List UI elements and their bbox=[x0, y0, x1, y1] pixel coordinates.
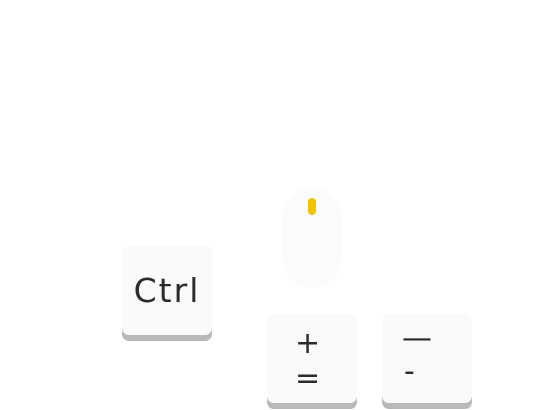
ctrl-key: Ctrl bbox=[122, 246, 212, 335]
ctrl-key-label: Ctrl bbox=[133, 271, 201, 310]
minus-key-top-label: — bbox=[402, 321, 432, 356]
minus-underscore-key: — - bbox=[382, 314, 472, 403]
mouse-icon bbox=[283, 188, 341, 288]
plus-key-bottom-label: = bbox=[295, 361, 321, 396]
plus-equals-key: + = bbox=[267, 314, 357, 403]
plus-key-top-label: + bbox=[295, 326, 321, 361]
mouse-wheel-icon bbox=[308, 198, 316, 215]
minus-key-bottom-label: - bbox=[404, 354, 415, 389]
